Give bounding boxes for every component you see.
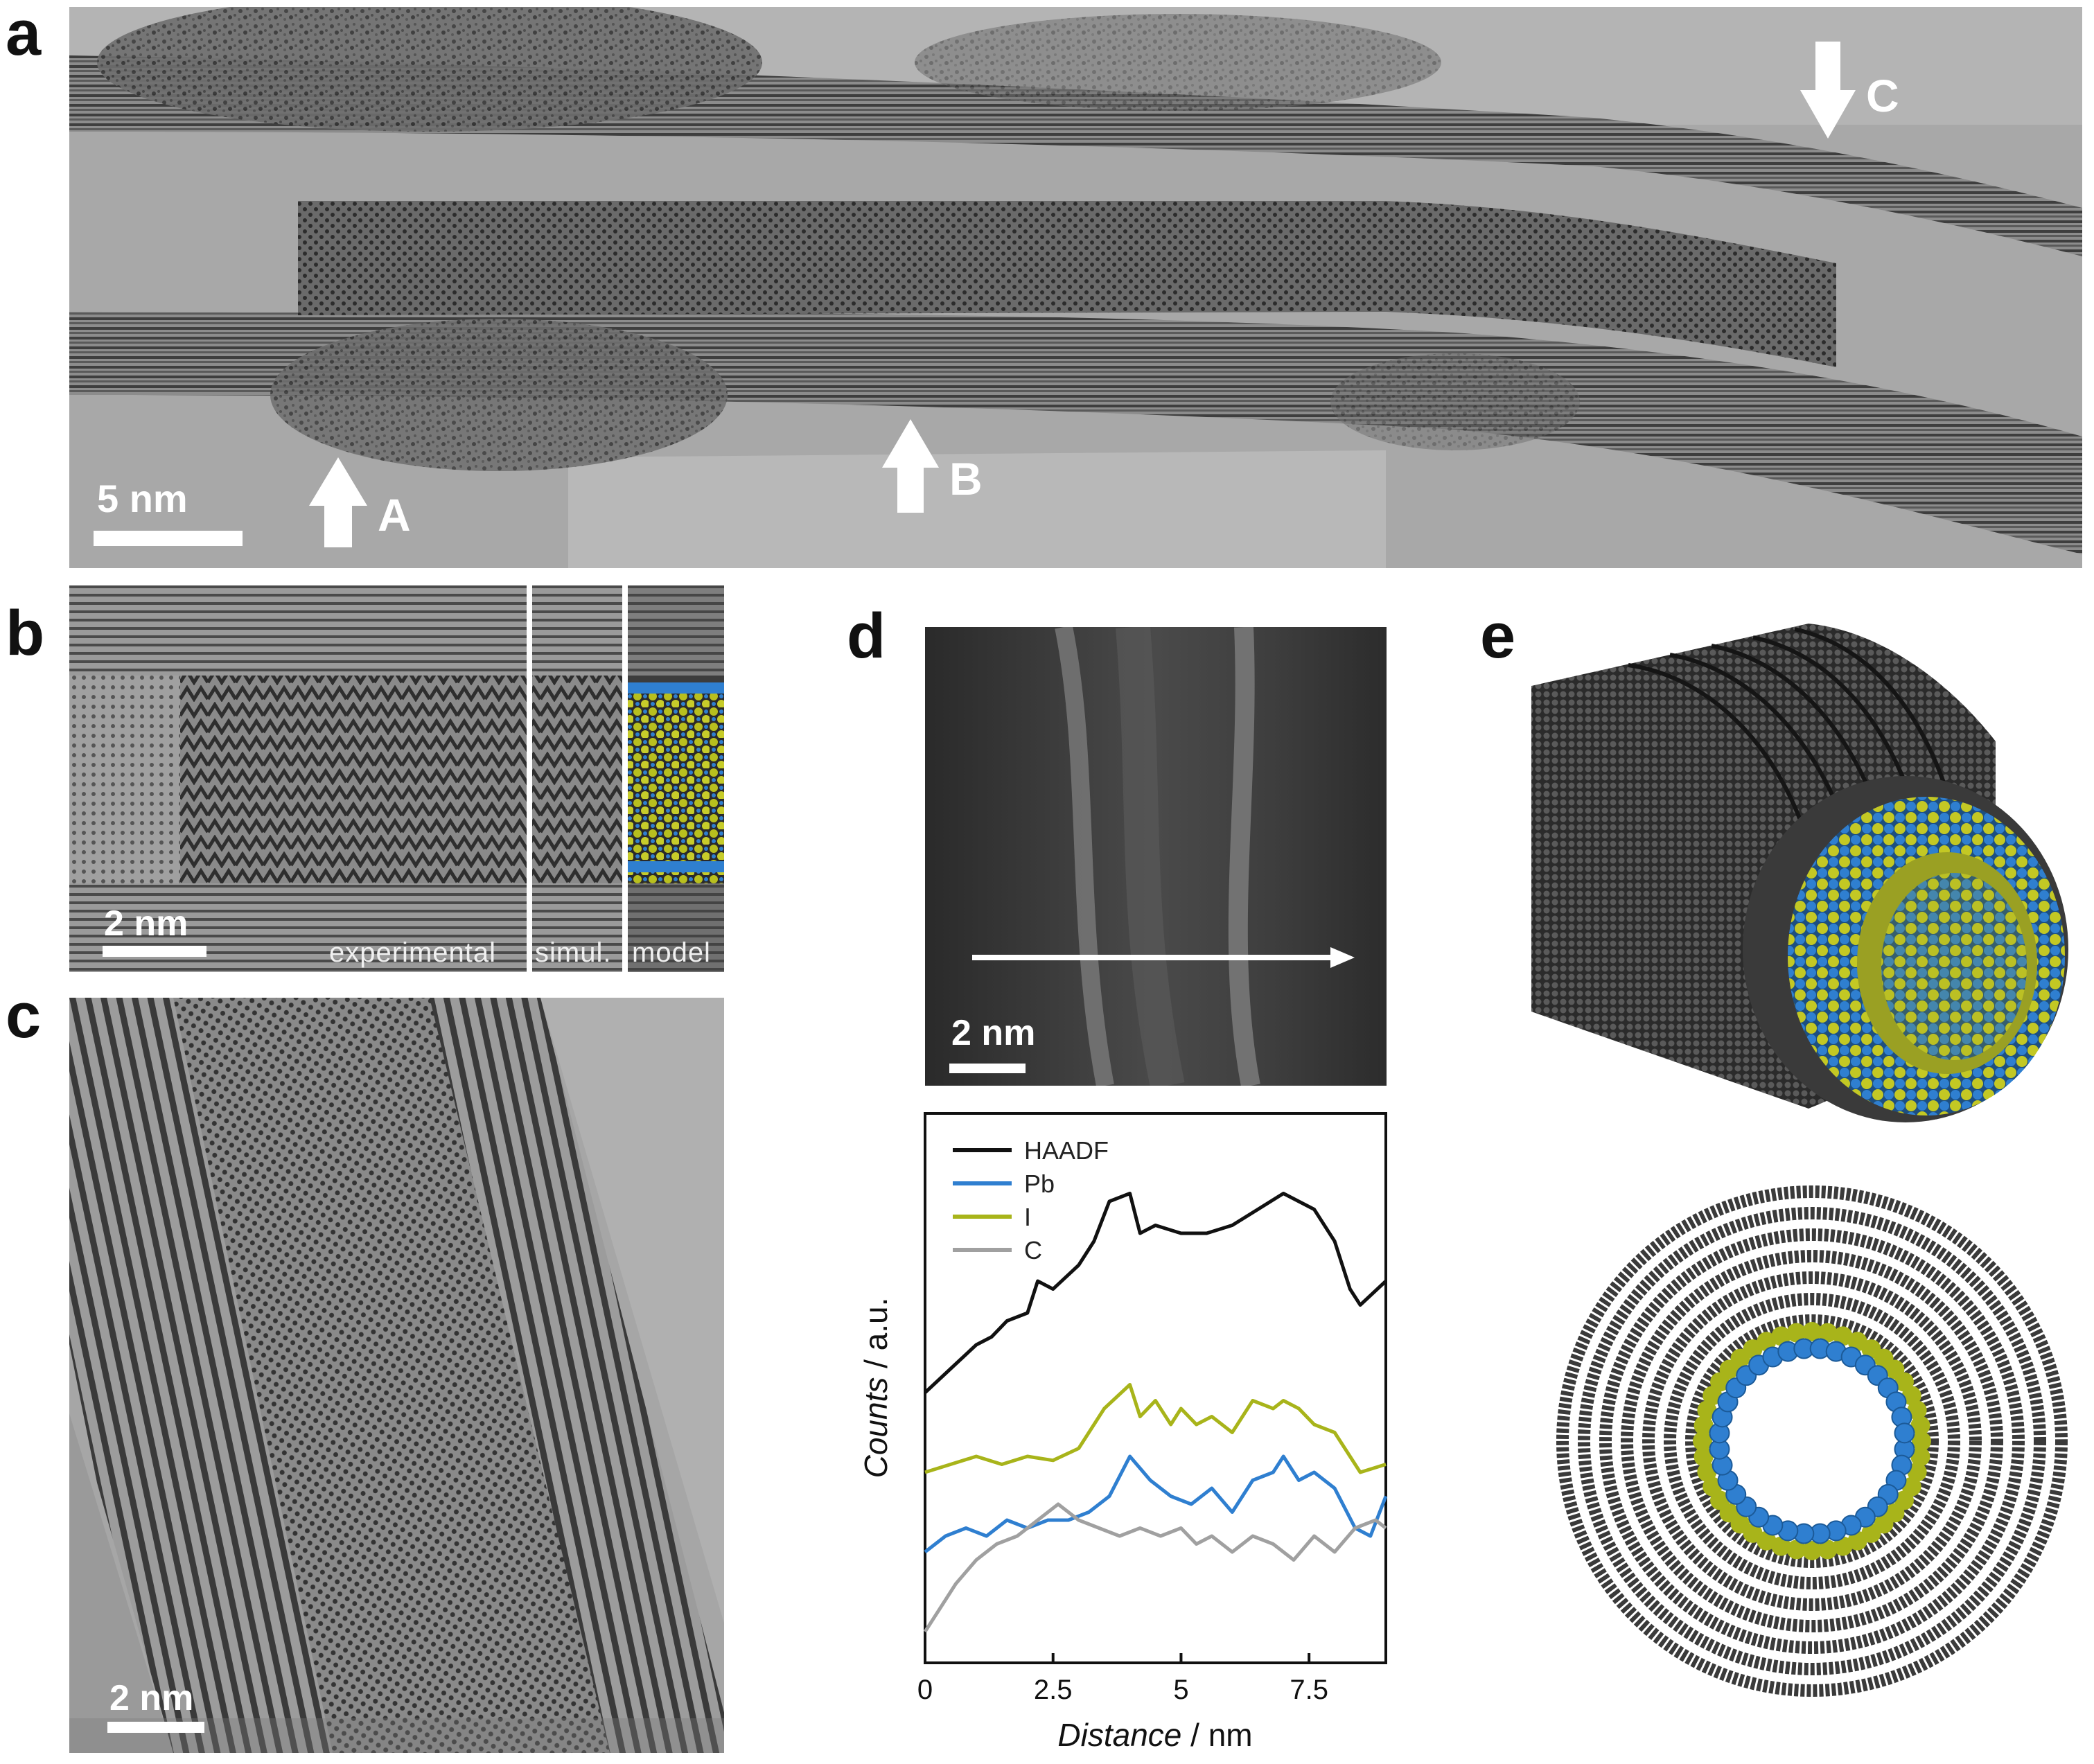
panel-b-scalebar-label: 2 nm bbox=[104, 903, 188, 944]
x-tick-label: 7.5 bbox=[1290, 1675, 1328, 1705]
x-tick-label: 5 bbox=[1173, 1675, 1188, 1705]
legend-label-i: I bbox=[1024, 1203, 1031, 1231]
x-tick-label: 0 bbox=[917, 1675, 933, 1705]
panel-b-label-simul: simul. bbox=[535, 937, 612, 968]
legend-label-pb: Pb bbox=[1024, 1170, 1055, 1198]
legend-label-haadf: HAADF bbox=[1024, 1136, 1109, 1165]
panel-label-e: e bbox=[1480, 601, 1516, 671]
arrow-label-a: A bbox=[378, 489, 411, 540]
panel-b-tem-comparison: 2 nm experimental simul. model bbox=[69, 585, 724, 972]
panel-c-tem-image: 2 nm bbox=[69, 998, 724, 1753]
panel-b-label-model: model bbox=[632, 937, 711, 968]
chart-plot-frame bbox=[924, 1112, 1387, 1664]
panel-d-haadf-image: 2 nm bbox=[925, 627, 1387, 1086]
series-line-haadf bbox=[924, 1192, 1387, 1394]
series-line-c bbox=[923, 1502, 1387, 1633]
panel-label-c: c bbox=[6, 980, 42, 1051]
panel-label-a: a bbox=[6, 0, 42, 69]
arrow-label-b: B bbox=[949, 453, 983, 504]
panel-label-b: b bbox=[6, 598, 45, 669]
series-line-i bbox=[924, 1383, 1387, 1474]
panel-b-label-experimental: experimental bbox=[329, 937, 497, 968]
panel-e-tube-model-3d bbox=[1517, 624, 2093, 1122]
panel-a-scalebar-label: 5 nm bbox=[97, 477, 188, 520]
legend-label-c: C bbox=[1024, 1236, 1042, 1264]
panel-d-scalebar-label: 2 nm bbox=[951, 1013, 1036, 1053]
chart-y-axis-title: Counts / a.u. bbox=[858, 1298, 894, 1479]
chart-x-axis-title: Distance / nm bbox=[1057, 1717, 1252, 1753]
series-line-pb bbox=[924, 1454, 1388, 1553]
panel-e-tube-model-cross-section bbox=[1549, 1136, 2075, 1746]
panel-label-d: d bbox=[847, 601, 886, 671]
panel-c-scalebar-label: 2 nm bbox=[109, 1678, 194, 1718]
panel-a-tem-image: 5 nm A B C bbox=[69, 7, 2082, 568]
arrow-label-c: C bbox=[1866, 70, 1899, 121]
x-tick-label: 2.5 bbox=[1034, 1675, 1073, 1705]
